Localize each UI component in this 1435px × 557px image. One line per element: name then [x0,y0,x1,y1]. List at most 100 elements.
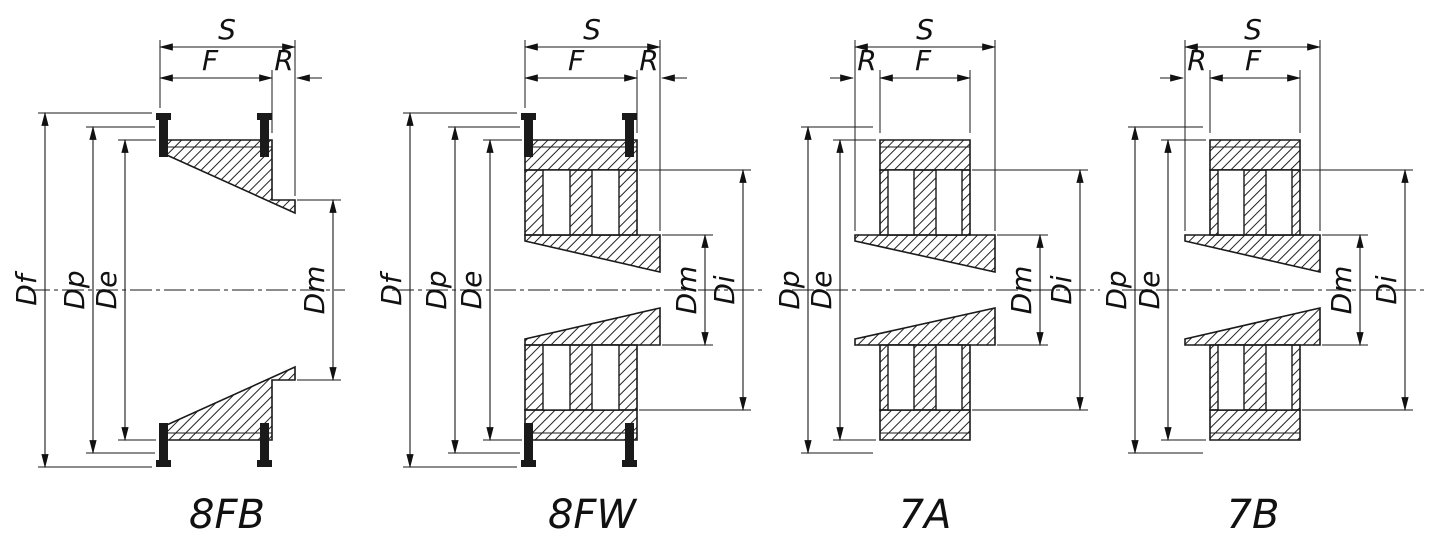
dim-F: F [878,44,972,133]
dim-Dm: Dm [662,233,713,347]
label-di: Di [1370,275,1403,305]
recess-top-right [935,169,963,236]
label-de: De [805,271,838,310]
dimensions-8fw: S F R Df Dp [375,13,751,469]
label-r: R [639,44,658,77]
label-dp: Dp [1100,270,1133,309]
label-dm: Dm [670,266,703,315]
dim-Di: Di [972,168,1088,412]
dimensions-7a: S R F Dp De [773,13,1088,455]
dim-R: R [1160,44,1207,82]
figure-8fb: S F R Df Dp [10,13,345,538]
dim-De: De [805,138,876,442]
dim-S: S [1183,13,1322,231]
dim-R: R [830,44,877,82]
label-de: De [90,271,123,310]
recess-top-right [591,169,620,236]
recess-top-left [1217,169,1245,236]
hub-bottom [854,307,996,346]
dim-De: De [1133,138,1206,442]
rim-bottom [1209,409,1301,441]
pulley-body-7a [854,139,996,441]
dim-R: R [639,44,687,82]
dim-F: F [1208,44,1302,133]
label-s: S [583,13,601,46]
label-dp: Dp [58,270,91,309]
dim-Dm: Dm [997,233,1048,347]
dim-Dp: Dp [1100,125,1203,455]
flange-top-left [521,113,536,157]
label-s: S [1244,13,1262,46]
label-r: R [274,44,293,77]
label-dp: Dp [773,270,806,309]
label-f: F [568,44,585,77]
pulley-body-8fw [521,113,661,467]
dim-Dm: Dm [1322,233,1368,347]
dimensions-7b: S R F Dp De [1100,13,1413,455]
dim-F: F [158,44,274,133]
dim-Df: Df [10,111,152,469]
pulley-body-8fb [156,113,296,467]
flange-bottom-left [521,423,536,467]
label-de: De [1133,271,1166,310]
dim-Dp: Dp [773,125,873,455]
label-df: Df [375,270,408,306]
recess-bottom-right [591,344,620,411]
figure-caption-7b: 7B [1227,492,1280,538]
dim-F: F [523,44,639,133]
dim-S: S [158,13,297,196]
recess-top-left [542,169,571,236]
flange-top-right [257,113,272,157]
dim-R: R [274,44,322,82]
recess-top-right [1265,169,1293,236]
hub-top [524,234,661,274]
flange-top-right [622,113,637,157]
dim-De: De [90,138,156,442]
rim-top [879,139,971,171]
dim-De: De [455,138,522,442]
hub-top [1184,234,1321,274]
figure-caption-8fw: 8FW [548,492,637,538]
rim-top [524,139,638,171]
label-f: F [1245,44,1262,77]
recess-bottom-right [935,344,963,411]
label-de: De [455,271,488,310]
label-r: R [1187,44,1206,77]
dim-S: S [523,13,662,231]
dimensions-8fb: S F R Df Dp [10,13,341,469]
dim-Dm: Dm [297,198,341,382]
hub-bottom [524,306,661,346]
label-dm: Dm [1325,266,1358,315]
figure-caption-8fb: 8FB [189,492,265,538]
recess-bottom-left [542,344,571,411]
figure-8fw: S F R Df Dp [375,13,762,538]
label-di: Di [708,275,741,305]
figure-7b: S R F Dp De [1100,13,1428,538]
label-r: R [857,44,876,77]
label-s: S [916,13,934,46]
dim-Dp: Dp [58,125,155,455]
label-dm: Dm [1005,266,1038,315]
web-zone-bottom [524,344,638,411]
hub-bottom [1184,306,1321,346]
recess-bottom-left [887,344,915,411]
pulley-body-7b [1184,139,1321,441]
figure-7a: S R F Dp De [773,13,1100,538]
label-di: Di [1045,275,1078,305]
recess-top-left [887,169,915,236]
web-zone-top [524,169,638,236]
dim-Df: Df [375,111,517,469]
label-dm: Dm [298,266,331,315]
label-f: F [915,44,932,77]
flange-bottom-left [156,423,171,467]
flange-bottom-right [622,423,637,467]
dim-Di: Di [639,168,751,412]
label-dp: Dp [420,270,453,309]
dim-Dp: Dp [420,125,520,455]
dim-Di: Di [1302,168,1413,412]
flange-top-left [156,113,171,157]
recess-bottom-right [1265,344,1293,411]
